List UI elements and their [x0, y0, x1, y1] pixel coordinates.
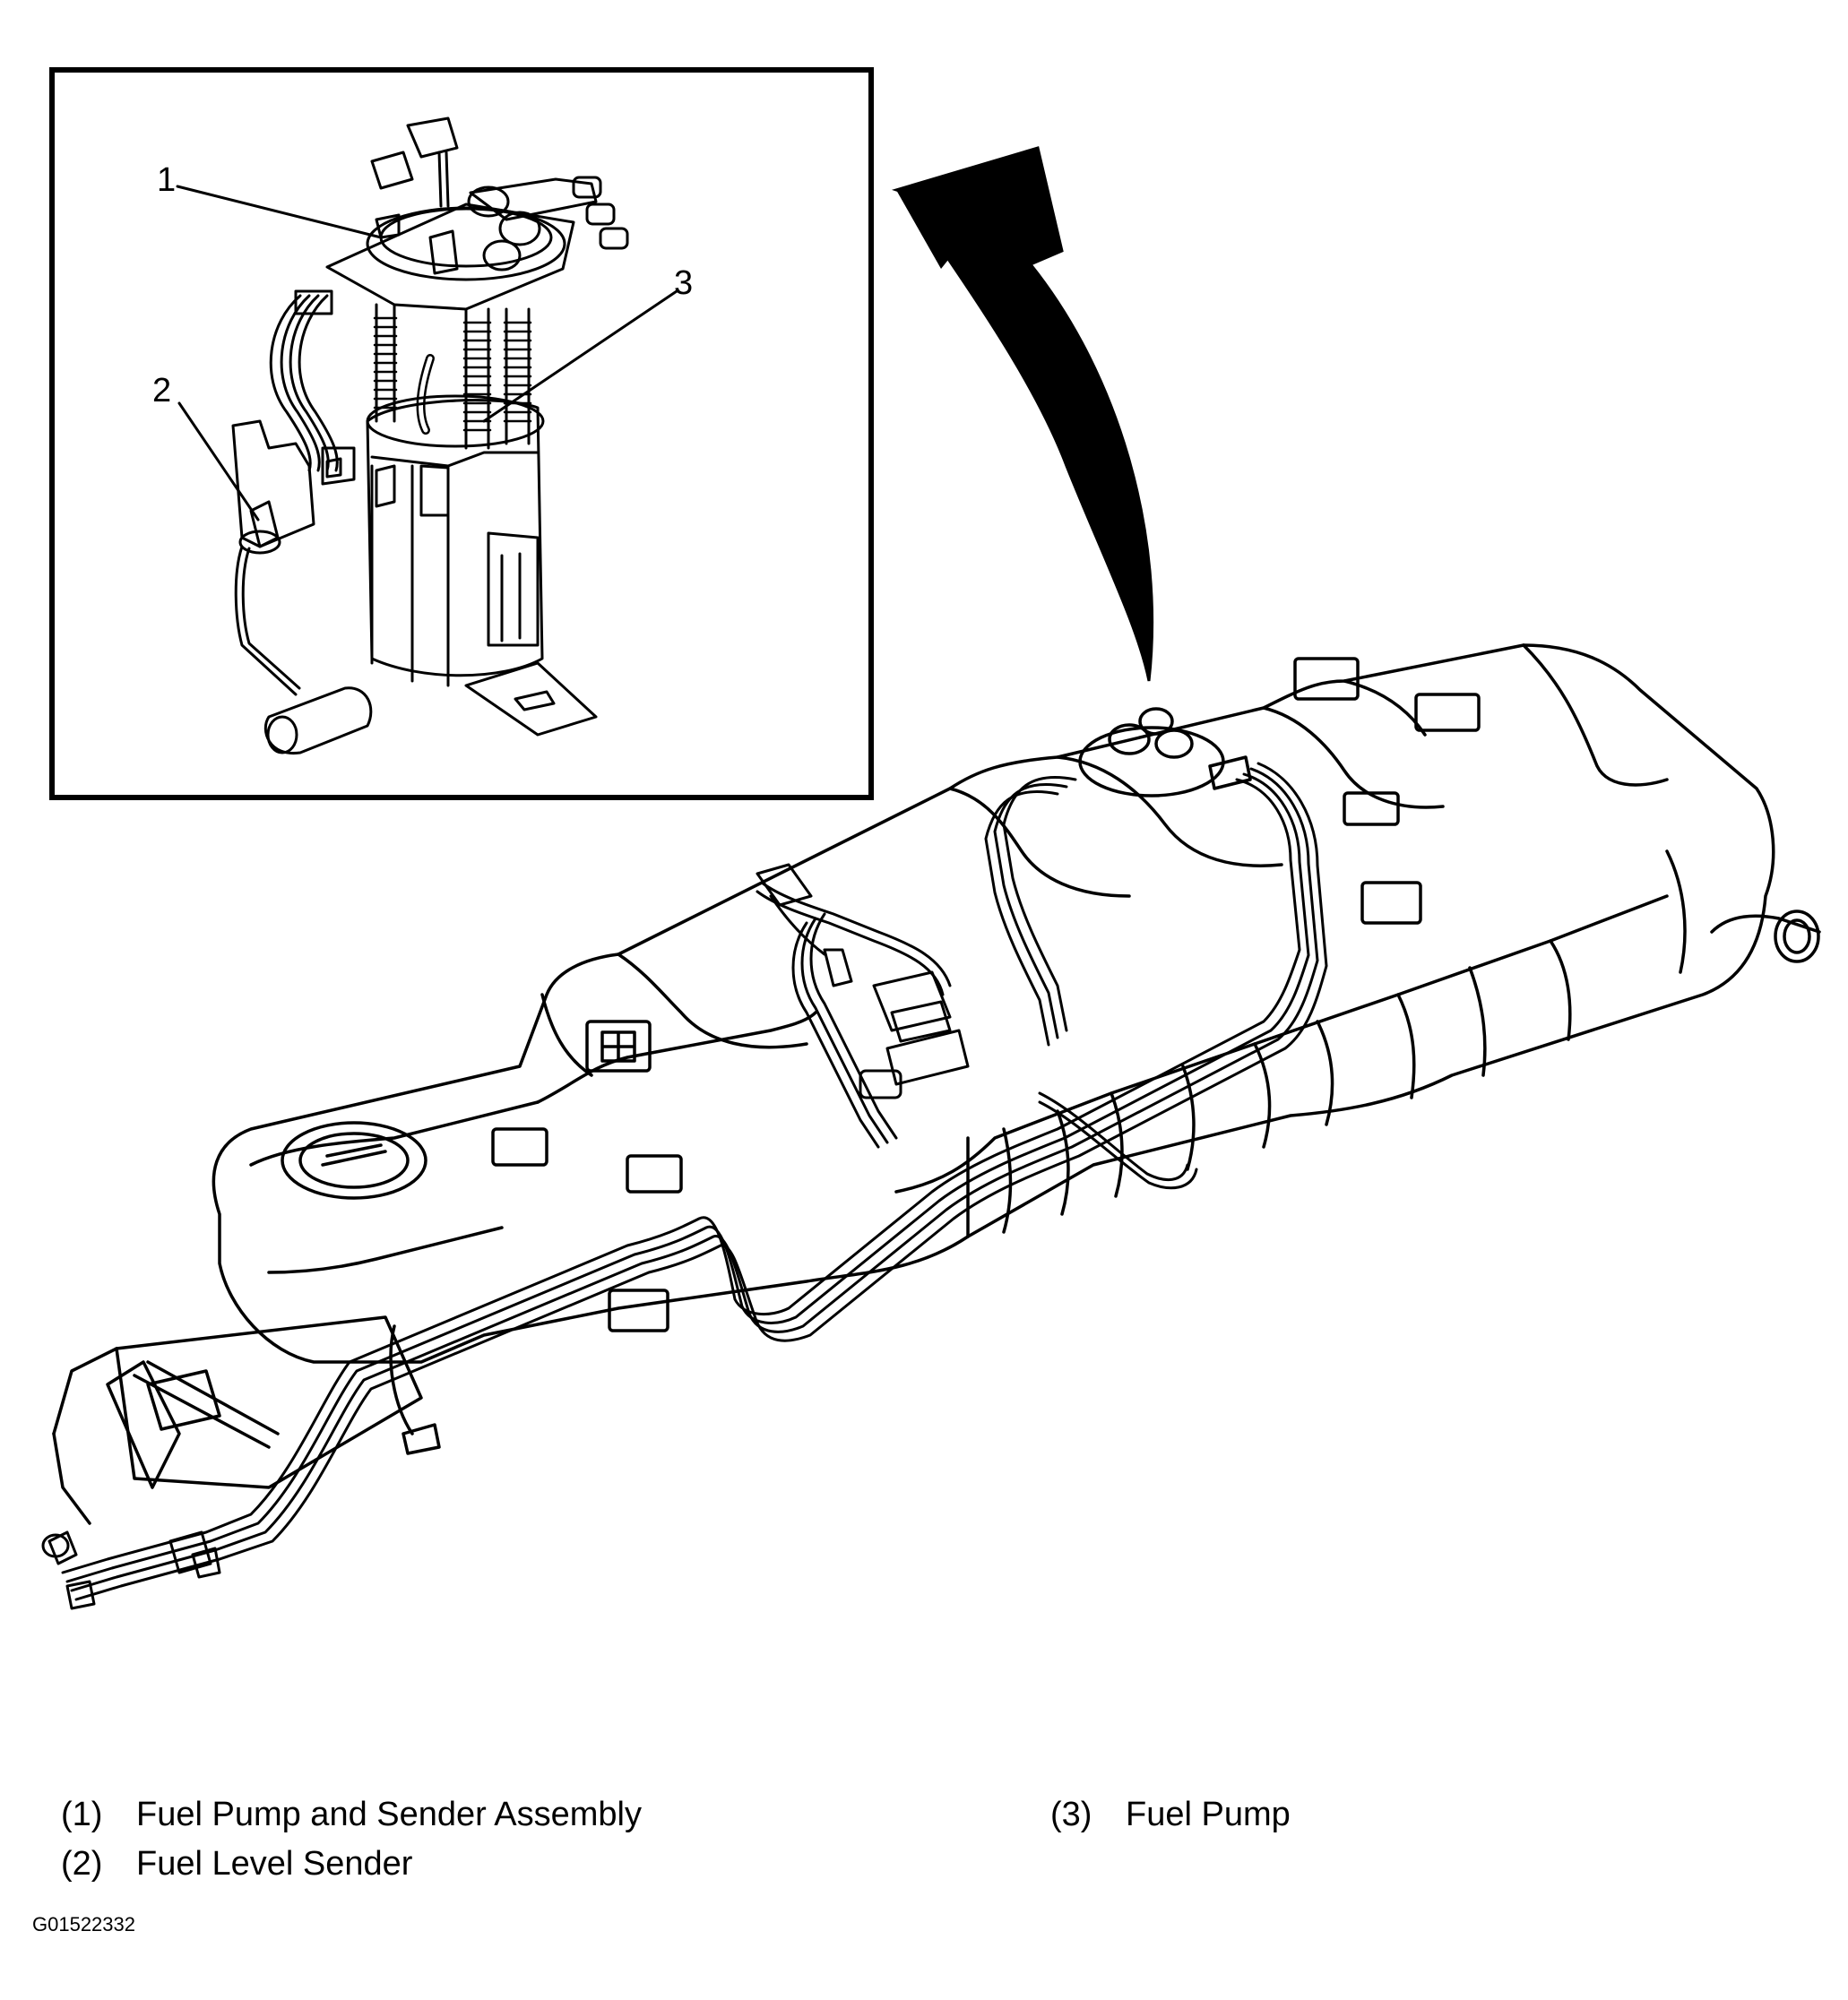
leader-1 [176, 185, 383, 239]
legend-text-1: Fuel Pump and Sender Assembly [136, 1796, 642, 1833]
legend-code-1: (1) [61, 1796, 102, 1833]
leader-2 [177, 401, 260, 522]
legend-code-2: (2) [61, 1845, 102, 1883]
figure-id: G01522332 [32, 1913, 135, 1935]
leader-3 [482, 289, 678, 423]
detail-inset: 1 3 2 [49, 67, 874, 800]
callout-leaders [176, 185, 678, 522]
legend: (1) Fuel Pump and Sender Assembly (2) Fu… [61, 1796, 1291, 1883]
fuel-tank-drawing [52, 643, 1821, 1525]
callout-2: 2 [152, 372, 171, 409]
evap-components [756, 863, 970, 1099]
legend-text-3: Fuel Pump [1126, 1796, 1291, 1833]
callout-3: 3 [674, 264, 693, 302]
fuel-lines [41, 762, 1328, 1610]
legend-text-2: Fuel Level Sender [136, 1845, 413, 1883]
callout-1: 1 [157, 161, 176, 199]
legend-code-3: (3) [1050, 1796, 1092, 1833]
fuel-pump-module-drawing [231, 116, 629, 754]
